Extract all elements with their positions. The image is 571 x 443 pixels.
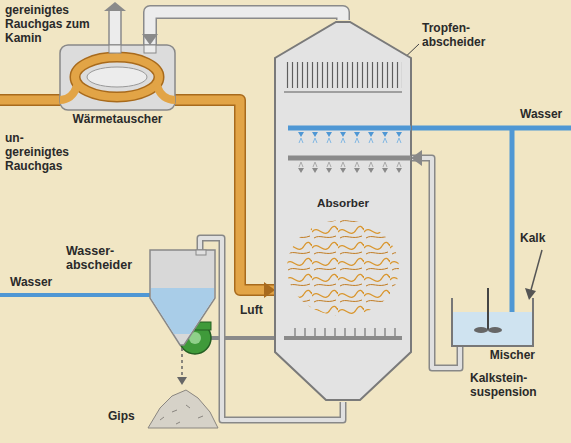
raw-gas-pipe: [0, 96, 61, 105]
water-pipe: [510, 128, 515, 318]
chimney-pipe: [109, 9, 121, 46]
flow-label: Wasser: [10, 276, 52, 290]
gypsum-pile: [148, 390, 218, 428]
air-pipe: [205, 336, 280, 340]
water-pipe: [405, 126, 571, 131]
node-label: Wasser- abscheider: [66, 244, 144, 273]
discharge-line: [181, 348, 183, 378]
arrow-head: [264, 282, 275, 298]
water-separator-shape: [150, 250, 215, 345]
flow-label: gereinigtes Rauchgas zum Kamin: [5, 4, 103, 45]
node-label: Wärmetauscher: [50, 113, 185, 127]
heat-exchanger: Wärmetauscher: [60, 45, 175, 110]
arrow-head: [411, 150, 422, 166]
flow-arrow: [104, 2, 126, 11]
flow-label: Kalkstein- suspension: [470, 372, 560, 400]
water-pipe: [0, 293, 160, 297]
heat-exchanger-shape: [60, 45, 175, 110]
flow-label: un- gereinigtes Rauchgas: [5, 132, 75, 173]
mixer-tank-shape: [450, 298, 535, 346]
flow-label: Luft: [240, 304, 263, 318]
absorber-tower: Absorber: [275, 20, 411, 402]
mixer-tank: Mischer: [450, 298, 535, 346]
gypsum-pile: [160, 405, 203, 424]
flow-arrow: [525, 288, 536, 300]
product-label: Gips: [108, 410, 135, 424]
feed-line: [531, 250, 542, 290]
node-label: Mischer: [490, 349, 535, 363]
flow-label: Wasser: [520, 108, 562, 122]
arrow-head: [142, 34, 158, 45]
flow-label: Kalk: [520, 232, 545, 246]
water-separator: Wasser- abscheider: [150, 250, 215, 345]
raw-gas-pipe: [0, 94, 61, 106]
node-label: Absorber: [275, 196, 411, 209]
absorber-tower-shape: [275, 20, 411, 402]
part-label: Tropfen- abscheider: [422, 22, 502, 50]
flow-arrow: [177, 377, 187, 385]
